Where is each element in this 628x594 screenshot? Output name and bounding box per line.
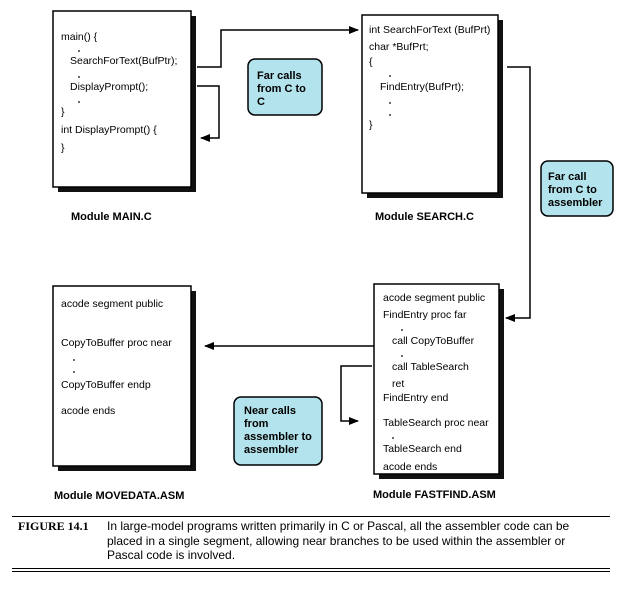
ellipsis-dot xyxy=(392,437,394,439)
fastfind-line-4: call TableSearch xyxy=(392,361,469,373)
ellipsis-dot xyxy=(401,329,403,331)
fastfind-line-5: ret xyxy=(392,378,404,390)
movedata-line-2: CopyToBuffer proc near xyxy=(61,337,172,349)
movedata-line-3: CopyToBuffer endp xyxy=(61,379,151,391)
module-movedata-box xyxy=(52,285,192,467)
ellipsis-dot xyxy=(73,371,75,373)
search-line-5: } xyxy=(369,119,373,131)
caption-bottom-rule-2 xyxy=(12,571,610,572)
callout-far-c-to-asm: Far call from C to assembler xyxy=(540,160,614,217)
ellipsis-dot xyxy=(73,359,75,361)
callout-far-c-to-asm-line-1: Far call xyxy=(548,171,587,183)
callout-near-asm-line-3: assembler to xyxy=(244,431,312,443)
module-movedata-caption: Module MOVEDATA.ASM xyxy=(54,490,184,502)
main-line-1: main() { xyxy=(61,31,98,43)
module-movedata: acode segment public CopyToBuffer proc n… xyxy=(52,285,196,471)
main-line-3: DisplayPrompt(); xyxy=(70,81,148,93)
callout-near-asm-line-4: assembler xyxy=(244,444,299,456)
module-search: int SearchForText (BufPrt) char *BufPrt;… xyxy=(361,14,503,198)
ellipsis-dot xyxy=(401,355,403,357)
module-fastfind-box xyxy=(373,283,500,475)
movedata-line-1: acode segment public xyxy=(61,298,163,310)
ellipsis-dot xyxy=(389,102,391,104)
callout-far-c-to-c-line-1: Far calls xyxy=(257,70,302,82)
callout-far-c-to-asm-line-2: from C to xyxy=(548,184,597,196)
fastfind-line-9: acode ends xyxy=(383,461,437,473)
arrow-search-to-fastfind xyxy=(505,66,531,322)
fastfind-line-7: TableSearch proc near xyxy=(383,417,489,429)
callout-far-c-to-asm-box xyxy=(540,160,614,217)
figure-text: In large-model programs written primaril… xyxy=(107,519,570,562)
search-line-3: { xyxy=(369,56,373,68)
callout-far-c-to-c-line-3: C xyxy=(257,96,265,108)
module-search-box xyxy=(361,14,499,194)
main-line-4: } xyxy=(61,106,65,118)
figure-label: FIGURE 14.1 xyxy=(18,519,89,533)
main-line-6: } xyxy=(61,142,65,154)
fastfind-line-6: FindEntry end xyxy=(383,392,449,404)
search-line-1: int SearchForText (BufPrt) xyxy=(369,24,490,36)
fastfind-line-8: TableSearch end xyxy=(383,443,462,455)
ellipsis-dot xyxy=(78,76,80,78)
movedata-line-4: acode ends xyxy=(61,405,115,417)
main-line-2: SearchForText(BufPtr); xyxy=(70,55,177,67)
ellipsis-dot xyxy=(78,101,80,103)
callout-near-asm: Near calls from assembler to assembler xyxy=(233,396,323,466)
module-main-box xyxy=(52,10,192,188)
caption-bottom-rule xyxy=(12,568,610,569)
ellipsis-dot xyxy=(389,75,391,77)
callout-far-c-to-c-box xyxy=(247,58,323,116)
arrow-main-to-search xyxy=(197,26,359,68)
callout-far-c-to-c: Far calls from C to C xyxy=(247,58,323,116)
ellipsis-dot xyxy=(389,114,391,116)
module-main-caption: Module MAIN.C xyxy=(71,211,152,223)
caption-top-rule xyxy=(12,516,610,517)
fastfind-line-1: acode segment public xyxy=(383,292,485,304)
callout-far-c-to-asm-line-3: assembler xyxy=(548,197,603,209)
module-fastfind-caption: Module FASTFIND.ASM xyxy=(373,489,496,501)
ellipsis-dot xyxy=(78,50,80,52)
fastfind-line-2: FindEntry proc far xyxy=(383,309,467,321)
callout-near-asm-line-1: Near calls xyxy=(244,405,296,417)
callout-near-asm-box xyxy=(233,396,323,466)
main-line-5: int DisplayPrompt() { xyxy=(61,124,157,136)
search-line-4: FindEntry(BufPrt); xyxy=(380,81,464,93)
arrow-main-internal xyxy=(197,85,220,142)
search-line-2: char *BufPrt; xyxy=(369,41,429,53)
callout-near-asm-line-2: from xyxy=(244,418,269,430)
arrow-fastfind-internal xyxy=(340,365,372,425)
callout-far-c-to-c-line-2: from C to xyxy=(257,83,306,95)
module-search-caption: Module SEARCH.C xyxy=(375,211,474,223)
module-main: main() { SearchForText(BufPtr); DisplayP… xyxy=(52,10,196,192)
module-fastfind: acode segment public FindEntry proc far … xyxy=(373,283,504,479)
fastfind-line-3: call CopyToBuffer xyxy=(392,335,475,347)
